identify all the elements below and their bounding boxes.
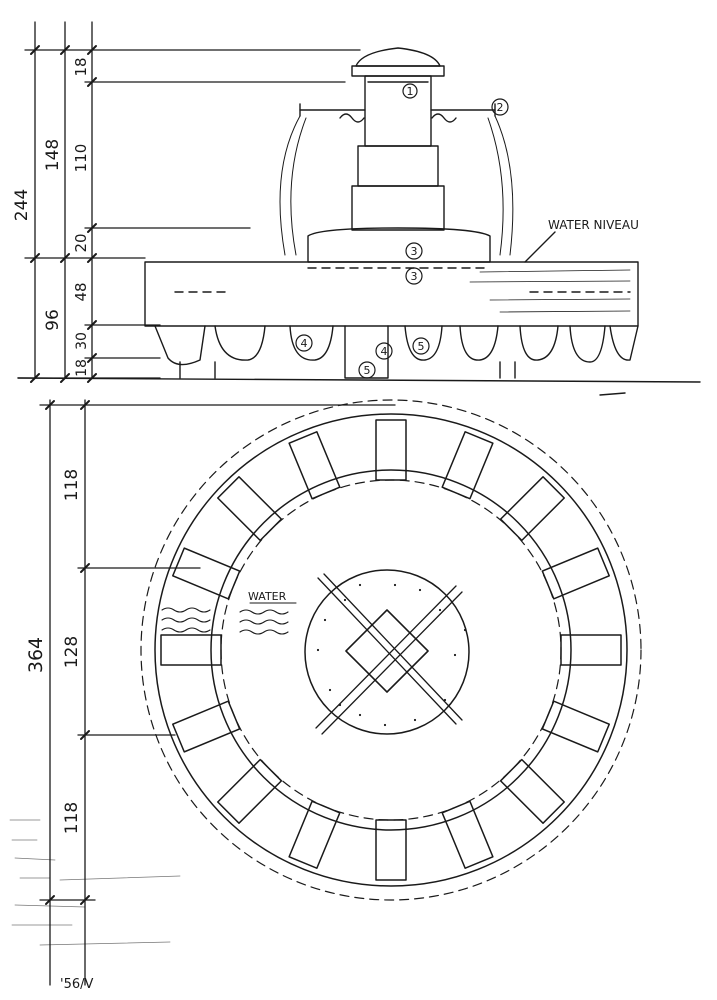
- dim-seg-4: 48: [72, 282, 90, 301]
- elevation-view: [17, 47, 701, 396]
- dimension-ticks: [30, 45, 97, 905]
- callout-3b: 3: [411, 270, 418, 283]
- callout-5a: 5: [418, 340, 425, 353]
- water-jet-left: [279, 115, 301, 256]
- dim-plan-seg-3: 118: [62, 802, 82, 834]
- outer-dashed-ring: [140, 399, 642, 901]
- dim-upper: 148: [43, 139, 63, 171]
- water-jet-right: [494, 115, 514, 256]
- center-column-plan: [345, 609, 429, 693]
- radial-blocks: [160, 419, 622, 881]
- faint-notes: [9, 819, 181, 946]
- dim-total-elevation: 244: [12, 189, 32, 221]
- water-label: WATER: [248, 590, 287, 603]
- callout-4b: 4: [381, 345, 388, 358]
- dim-seg-6: 18: [74, 359, 90, 377]
- callout-5b: 5: [364, 364, 371, 377]
- callout-1: 1: [407, 85, 414, 98]
- inner-dashed-ring: [220, 479, 562, 821]
- central-basin: [304, 569, 470, 735]
- basin-feet: [154, 325, 639, 379]
- dim-seg-2: 110: [72, 144, 90, 173]
- dim-seg-1: 18: [72, 57, 90, 76]
- callout-4a: 4: [301, 337, 308, 350]
- plan-view: [140, 399, 642, 901]
- dim-plan-seg-2: 128: [62, 636, 82, 668]
- inner-rim: [210, 469, 572, 831]
- spout-diagonal-2: [315, 585, 457, 729]
- column-cap: [355, 47, 441, 67]
- stipple: [316, 583, 467, 727]
- callout-3a: 3: [411, 245, 418, 258]
- outer-rim: [154, 413, 628, 887]
- corner-mark: '56/V: [60, 977, 93, 992]
- callout-2: 2: [497, 101, 504, 114]
- water-niveau-label: WATER NIVEAU: [548, 218, 639, 232]
- dim-seg-5: 30: [74, 332, 90, 350]
- dim-lower-group: 96: [43, 309, 63, 331]
- main-basin: [144, 261, 639, 327]
- water-waves: [161, 602, 297, 635]
- dim-plan-seg-1: 118: [62, 469, 82, 501]
- ground-line: [17, 377, 701, 383]
- dim-seg-3: 20: [72, 233, 90, 252]
- elevation-callouts: 1 2 3 3 4 4 5 5: [295, 83, 509, 379]
- dim-total-plan: 364: [25, 637, 47, 673]
- dimension-labels: 244 148 96 18 110 20 48 30 18 364 118 12…: [12, 57, 90, 834]
- spout-diagonal-1: [317, 577, 457, 725]
